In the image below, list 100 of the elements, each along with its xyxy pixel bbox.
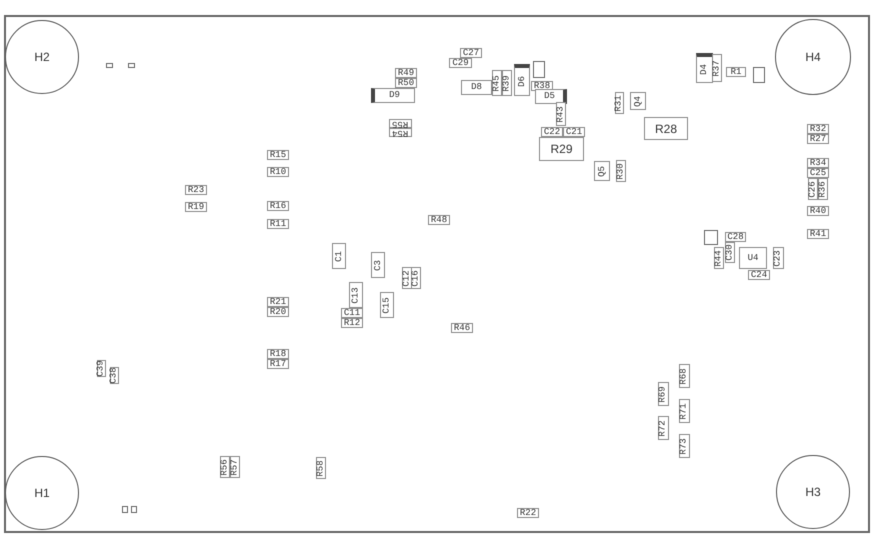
designator-label: C25 (810, 168, 826, 178)
designator-label: Q4 (634, 96, 642, 106)
designator-label: R28 (654, 122, 677, 134)
designator-label: R39 (502, 74, 512, 92)
designator-label: C28 (727, 232, 744, 242)
designator-label: R36 (818, 180, 828, 198)
component-footprint (563, 127, 585, 137)
designator-label: R18 (270, 350, 286, 358)
hole-label: H2 (34, 51, 50, 63)
component-footprint (514, 64, 530, 96)
component-footprint (739, 247, 767, 269)
designator-label: R40 (810, 206, 826, 216)
component-footprint (679, 399, 690, 423)
component-footprint (807, 158, 829, 168)
designator-label: D9 (389, 91, 400, 100)
designator-label: R56 (220, 458, 230, 476)
designator-label: R73 (680, 438, 689, 454)
component-footprint (616, 160, 626, 182)
component-footprint (615, 92, 624, 114)
component-footprint (539, 137, 584, 161)
component-footprint (267, 201, 289, 211)
component-footprint (748, 270, 770, 280)
component-footprint (541, 127, 563, 137)
component-footprint (389, 128, 412, 137)
designator-label: R27 (810, 134, 826, 144)
component-footprint (807, 206, 829, 216)
designator-label: R41 (810, 230, 826, 238)
hole-label: H1 (34, 487, 50, 499)
component-footprint (502, 70, 512, 96)
component-footprint (380, 292, 394, 318)
component-footprint (267, 349, 289, 359)
designator-label: C26 (808, 180, 818, 198)
designator-label: R68 (680, 368, 689, 384)
component-footprint (220, 456, 230, 478)
designator-label: C22 (544, 128, 560, 136)
designator-label: R15 (270, 150, 286, 160)
component-footprint (449, 58, 472, 68)
designator-label: C1 (334, 250, 344, 262)
component-footprint (185, 185, 207, 195)
designator-label: R38 (534, 82, 550, 90)
component-footprint (267, 307, 289, 317)
designator-label: R37 (712, 60, 722, 76)
designator-label: C12 (402, 270, 412, 286)
designator-label: R34 (810, 158, 826, 168)
designator-label: R48 (430, 216, 448, 224)
designator-label: R57 (230, 458, 240, 476)
component-footprint (267, 150, 289, 160)
component-footprint (644, 117, 688, 140)
designator-label: R46 (454, 324, 470, 332)
component-footprint (451, 323, 473, 333)
designator-label: R12 (344, 318, 360, 328)
component-footprint (332, 243, 346, 269)
component-footprint (185, 202, 207, 212)
designator-label: D4 (700, 64, 709, 75)
designator-label: C15 (382, 296, 392, 314)
designator-label: R22 (520, 508, 536, 518)
designator-label: C39 (97, 360, 106, 377)
component-footprint (461, 80, 492, 95)
component-footprint (230, 456, 240, 478)
component-footprint (679, 434, 690, 458)
designator-label: R30 (616, 162, 626, 180)
component-footprint (753, 67, 765, 83)
hole-label: H4 (805, 51, 821, 63)
designator-label: C24 (750, 270, 768, 280)
component-footprint (341, 318, 363, 328)
designator-label: Q5 (598, 166, 606, 176)
designator-label: R16 (270, 202, 286, 210)
component-footprint (696, 53, 713, 83)
component-footprint (460, 48, 482, 58)
designator-label: R58 (316, 460, 326, 476)
designator-label: R21 (270, 298, 286, 306)
hole-label: H3 (805, 486, 821, 498)
component-footprint (492, 70, 502, 96)
designator-label: R10 (270, 168, 286, 176)
designator-label: R29 (550, 143, 572, 155)
component-footprint (533, 61, 545, 78)
component-footprint (122, 506, 128, 513)
designator-label: R55 (392, 119, 409, 128)
component-footprint (371, 88, 415, 103)
designator-label: R44 (714, 250, 724, 266)
component-footprint (316, 457, 326, 479)
component-footprint (131, 506, 137, 513)
component-footprint (658, 416, 669, 440)
designator-label: C23 (774, 250, 783, 266)
designator-label: C29 (452, 58, 469, 68)
component-footprint (630, 92, 646, 110)
component-footprint (712, 54, 722, 82)
component-footprint (402, 267, 412, 289)
component-footprint (535, 89, 567, 104)
component-footprint (341, 308, 363, 318)
component-footprint (267, 167, 289, 177)
component-footprint (679, 364, 690, 388)
component-footprint (371, 252, 385, 278)
designator-label: U4 (748, 254, 758, 262)
component-footprint (128, 63, 135, 68)
designator-label: R71 (680, 402, 689, 420)
component-footprint (267, 297, 289, 307)
designator-label: R54 (392, 128, 409, 137)
designator-label: R32 (810, 124, 826, 134)
designator-label: C38 (110, 367, 119, 384)
